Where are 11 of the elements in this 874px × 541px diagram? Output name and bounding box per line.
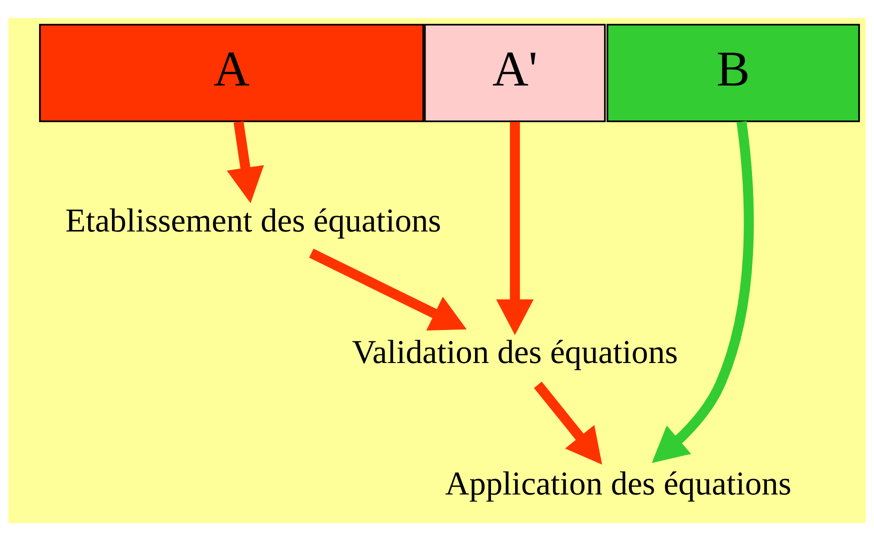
arrow [652, 121, 754, 463]
arrow [496, 122, 534, 336]
arrow [226, 121, 264, 204]
node-text: Validation des équations [352, 334, 678, 371]
node-box: B [606, 24, 860, 122]
node-text: Etablissement des équations [65, 202, 442, 240]
arrow [534, 382, 602, 465]
arrow [309, 248, 467, 330]
node-text: Application des équations [445, 466, 792, 503]
node-box: A [39, 24, 424, 122]
node-box: A' [424, 24, 606, 122]
